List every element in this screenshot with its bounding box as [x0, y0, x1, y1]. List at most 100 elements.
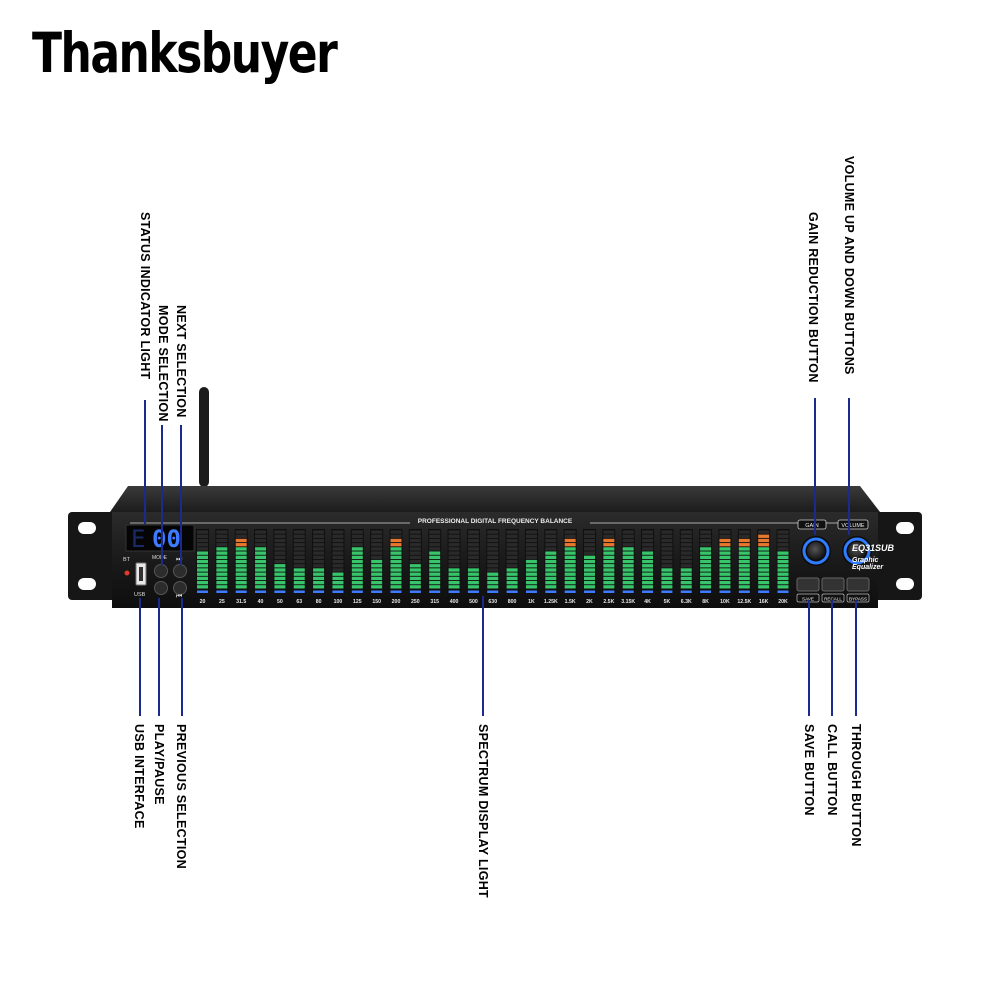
svg-text:00: 00 [152, 525, 181, 553]
callout-save-button: SAVE BUTTON [802, 724, 816, 816]
band-label-630: 630 [488, 599, 497, 605]
status-indicator-light [124, 570, 130, 576]
lead-gain [814, 398, 816, 535]
meter-6.3K [679, 529, 693, 594]
mode-button[interactable] [154, 564, 168, 578]
meter-2K [583, 529, 596, 594]
band-label-50: 50 [277, 599, 283, 605]
meter-200 [389, 529, 403, 594]
band-label-40: 40 [258, 599, 264, 605]
band-label-400: 400 [450, 599, 459, 605]
callout-volume-buttons: VOLUME UP AND DOWN BUTTONS [842, 156, 856, 375]
meter-2.5K [602, 529, 616, 594]
lead-status [144, 400, 146, 524]
prev-label-icon: ⏮ [176, 593, 182, 600]
band-label-1.25K: 1.25K [544, 599, 558, 605]
meter-25 [215, 529, 229, 594]
lead-mode [161, 425, 163, 565]
band-label-2K: 2K [586, 599, 593, 605]
band-label-8K: 8K [702, 599, 709, 605]
meter-630 [486, 529, 500, 594]
meter-250 [408, 529, 422, 594]
band-label-100: 100 [334, 599, 343, 605]
meter-10K [718, 529, 732, 594]
band-label-12.5K: 12.5K [737, 599, 751, 605]
band-label-6.3K: 6.3K [681, 599, 692, 605]
meter-400 [447, 529, 461, 594]
gain-label: GAIN [805, 523, 818, 529]
antenna [199, 387, 209, 487]
meter-1.5K [563, 529, 577, 594]
rack-ear-right [870, 512, 922, 600]
bypass-label: BYPASS [849, 597, 867, 602]
svg-text:E: E [131, 525, 145, 553]
callout-call-button: CALL BUTTON [825, 724, 839, 816]
band-label-3.15K: 3.15K [621, 599, 635, 605]
volume-label: VOLUME [841, 523, 865, 529]
meter-12.5K [737, 529, 751, 594]
callout-next-selection: NEXT SELECTION [174, 305, 188, 418]
band-label-125: 125 [353, 599, 362, 605]
save-button[interactable] [796, 577, 820, 592]
meter-50 [273, 529, 287, 594]
next-button[interactable] [173, 564, 187, 578]
band-label-250: 250 [411, 599, 420, 605]
callout-spectrum-display: SPECTRUM DISPLAY LIGHT [476, 724, 490, 898]
callout-usb-interface: USB INTERFACE [132, 724, 146, 829]
meter-315 [428, 529, 442, 594]
meter-150 [370, 529, 384, 594]
meter-125 [350, 529, 364, 594]
play-pause-button[interactable] [154, 581, 168, 595]
callout-mode-selection: MODE SELECTION [156, 305, 170, 422]
lead-usb [139, 598, 141, 716]
meter-100 [331, 529, 345, 594]
previous-button[interactable] [173, 581, 187, 595]
spectrum-display [196, 529, 790, 594]
lead-spectrum [482, 596, 484, 716]
lead-save [808, 600, 810, 716]
meter-20 [196, 529, 209, 594]
meter-80 [312, 529, 326, 594]
callout-gain-reduction: GAIN REDUCTION BUTTON [806, 212, 820, 383]
lead-through [855, 600, 857, 716]
band-label-200: 200 [392, 599, 401, 605]
band-label-25: 25 [219, 599, 225, 605]
model-name: EQ31SUB [852, 543, 895, 553]
band-label-31.5: 31.5 [236, 599, 246, 605]
save-label: SAVE [802, 597, 814, 602]
next-label-icon: ⏭ [176, 556, 183, 563]
band-label-1.5K: 1.5K [565, 599, 576, 605]
meter-800 [505, 529, 519, 594]
lead-volume [848, 398, 850, 535]
band-label-2.5K: 2.5K [603, 599, 614, 605]
meter-1K [524, 529, 538, 594]
band-label-5K: 5K [664, 599, 671, 605]
meter-5K [660, 529, 674, 594]
bypass-button[interactable] [846, 577, 870, 592]
meter-3.15K [621, 529, 635, 594]
meter-20K [776, 529, 790, 594]
meter-1.25K [544, 529, 558, 594]
volume-knob[interactable] [842, 536, 872, 566]
recall-button[interactable] [821, 577, 845, 592]
gain-knob[interactable] [801, 536, 831, 566]
lead-previous [181, 598, 183, 716]
recall-label: RECALL [824, 597, 842, 602]
meter-8K [699, 529, 713, 594]
meter-16K [757, 529, 771, 594]
lead-play [158, 598, 160, 716]
bt-label: BT [123, 557, 131, 563]
band-label-800: 800 [508, 599, 517, 605]
band-label-150: 150 [372, 599, 381, 605]
top-panel [110, 486, 880, 512]
meter-4K [641, 529, 655, 594]
band-label-1K: 1K [528, 599, 535, 605]
band-label-315: 315 [430, 599, 439, 605]
band-label-63: 63 [296, 599, 302, 605]
lead-next [180, 425, 182, 565]
led-display: E 00 [125, 524, 195, 553]
callout-status-indicator: STATUS INDICATOR LIGHT [138, 212, 152, 380]
brand-logo: Thanksbuyer [32, 22, 338, 86]
rack-ear-left [68, 512, 120, 600]
